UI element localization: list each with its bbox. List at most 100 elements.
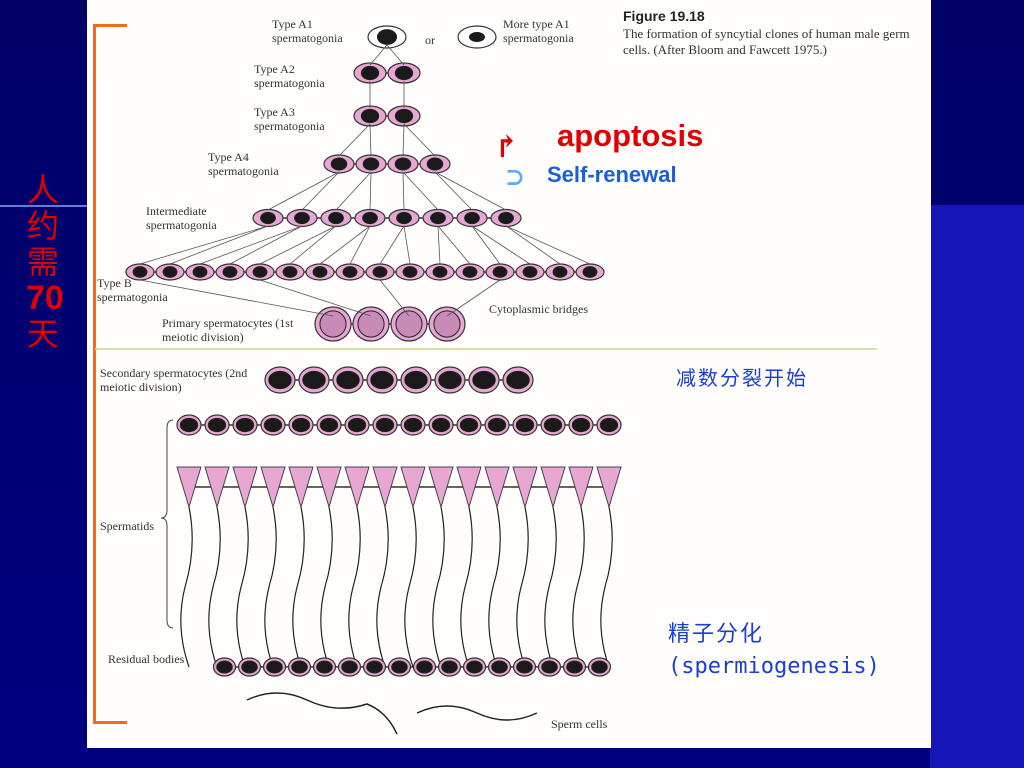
spermatid-cell	[316, 466, 342, 509]
lineage-line	[446, 279, 501, 317]
cell-nucleus	[360, 65, 380, 81]
spermatid-tail	[432, 506, 445, 668]
cell-nucleus	[268, 370, 292, 390]
cell-nucleus	[416, 660, 433, 674]
spermatid-cell	[400, 466, 426, 509]
cell-nucleus	[487, 417, 507, 433]
cell-nucleus	[360, 108, 380, 124]
cell-nucleus	[263, 417, 283, 433]
cell-nucleus	[391, 660, 408, 674]
cell-nucleus	[404, 370, 428, 390]
cell-nucleus	[312, 266, 328, 278]
cell-nucleus	[543, 417, 563, 433]
lineage-line	[369, 123, 372, 157]
decorative-band	[930, 205, 1024, 768]
cell-nucleus	[252, 266, 268, 278]
spermatid-bracket	[160, 419, 174, 629]
label-primary-spermatocytes: Primary spermatocytes (1st meiotic divis…	[162, 316, 294, 344]
cell-nucleus	[433, 310, 461, 338]
lineage-line	[386, 44, 405, 66]
cell-nucleus	[241, 660, 258, 674]
lineage-line	[259, 279, 372, 317]
cell-nucleus	[464, 211, 480, 225]
cell-nucleus	[402, 266, 418, 278]
cell-nucleus	[235, 417, 255, 433]
cell-nucleus	[216, 660, 233, 674]
spermatid-cell	[372, 466, 398, 509]
cell-nucleus	[132, 266, 148, 278]
cell-nucleus	[362, 211, 378, 225]
cell-nucleus	[266, 660, 283, 674]
cell-nucleus	[370, 370, 394, 390]
lineage-line	[338, 123, 371, 157]
lineage-line	[301, 171, 340, 211]
cell-nucleus	[432, 266, 448, 278]
cell-nucleus	[498, 211, 514, 225]
cell-nucleus	[260, 211, 276, 225]
spermatid-cell	[512, 466, 538, 509]
cell-nucleus	[294, 211, 310, 225]
cell-nucleus	[438, 370, 462, 390]
cell-nucleus	[291, 417, 311, 433]
label-type-a4: Type A4 spermatogonia	[208, 150, 279, 178]
label-type-a3: Type A3 spermatogonia	[254, 105, 325, 133]
duration-char: 需	[26, 243, 59, 281]
duration-bracket	[93, 24, 127, 724]
cell-nucleus	[472, 370, 496, 390]
cell-nucleus	[330, 157, 348, 171]
duration-char: 天	[26, 315, 59, 353]
label-or: or	[425, 33, 435, 47]
lineage-line	[319, 225, 371, 265]
cell-nucleus	[396, 211, 412, 225]
cell-nucleus	[492, 266, 508, 278]
lineage-line	[369, 44, 388, 66]
duration-char: 约	[26, 207, 59, 245]
lineage-line	[471, 225, 531, 265]
lineage-line	[267, 171, 340, 211]
cell-nucleus	[599, 417, 619, 433]
self-renewal-label: Self-renewal	[547, 162, 677, 187]
cell-nucleus	[291, 660, 308, 674]
cell-nucleus	[341, 660, 358, 674]
cell-nucleus	[375, 417, 395, 433]
cell-nucleus	[222, 266, 238, 278]
cell-nucleus	[441, 660, 458, 674]
spermatid-tail	[348, 506, 361, 668]
cell-nucleus	[395, 310, 423, 338]
lineage-line	[259, 225, 337, 265]
self-renewal-arrow-icon: ⊃	[505, 165, 526, 191]
spermatid-tail	[292, 506, 305, 668]
spermatid-tail	[404, 506, 417, 668]
meiosis-start-label: 减数分裂开始	[676, 366, 808, 390]
title-divider-line	[0, 205, 90, 207]
spermatid-tail	[236, 506, 249, 668]
cell-nucleus	[430, 211, 446, 225]
lineage-line	[139, 225, 269, 265]
cell-nucleus	[466, 660, 483, 674]
cell-nucleus	[376, 29, 398, 45]
cell-nucleus	[552, 266, 568, 278]
cell-nucleus	[582, 266, 598, 278]
spermatid-cell	[344, 466, 370, 509]
lineage-line	[434, 171, 507, 211]
cell-nucleus	[394, 108, 414, 124]
label-residual-bodies: Residual bodies	[108, 652, 185, 666]
cell-nucleus	[506, 370, 530, 390]
label-sperm-cells: Sperm cells	[551, 717, 608, 731]
spermatid-cell	[260, 466, 286, 509]
label-type-a1: Type A1 spermatogonia	[272, 17, 343, 45]
cell-nucleus	[372, 266, 388, 278]
cell-nucleus	[515, 417, 535, 433]
lineage-line	[169, 225, 269, 265]
lineage-line	[402, 171, 405, 211]
apoptosis-arrow-icon: ↱	[494, 131, 520, 164]
cell-nucleus	[426, 157, 444, 171]
spermatid-cell	[540, 466, 566, 509]
duration-char: 人	[26, 171, 59, 209]
germ-cell-clone-diagram	[95, 25, 877, 735]
cell-nucleus	[394, 157, 412, 171]
lineage-line	[434, 171, 473, 211]
lineage-line	[471, 225, 501, 265]
sperm-cell-tail	[246, 692, 398, 735]
lineage-line	[402, 171, 439, 211]
